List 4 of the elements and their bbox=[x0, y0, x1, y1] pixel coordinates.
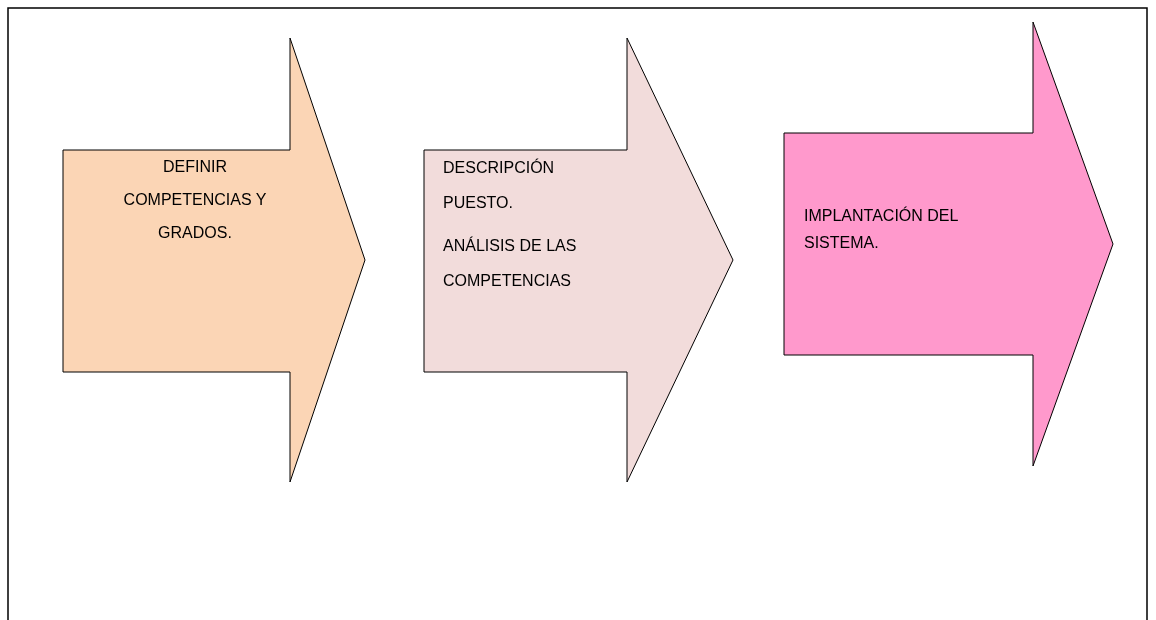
arrow-label: IMPLANTACIÓN DEL SISTEMA. bbox=[804, 205, 959, 253]
arrow-label: DESCRIPCIÓN PUESTO. bbox=[443, 157, 556, 213]
arrow-label: ANÁLISIS DE LAS COMPETENCIAS bbox=[443, 235, 578, 291]
arrow-label: DEFINIR COMPETENCIAS Y GRADOS. bbox=[122, 157, 268, 243]
